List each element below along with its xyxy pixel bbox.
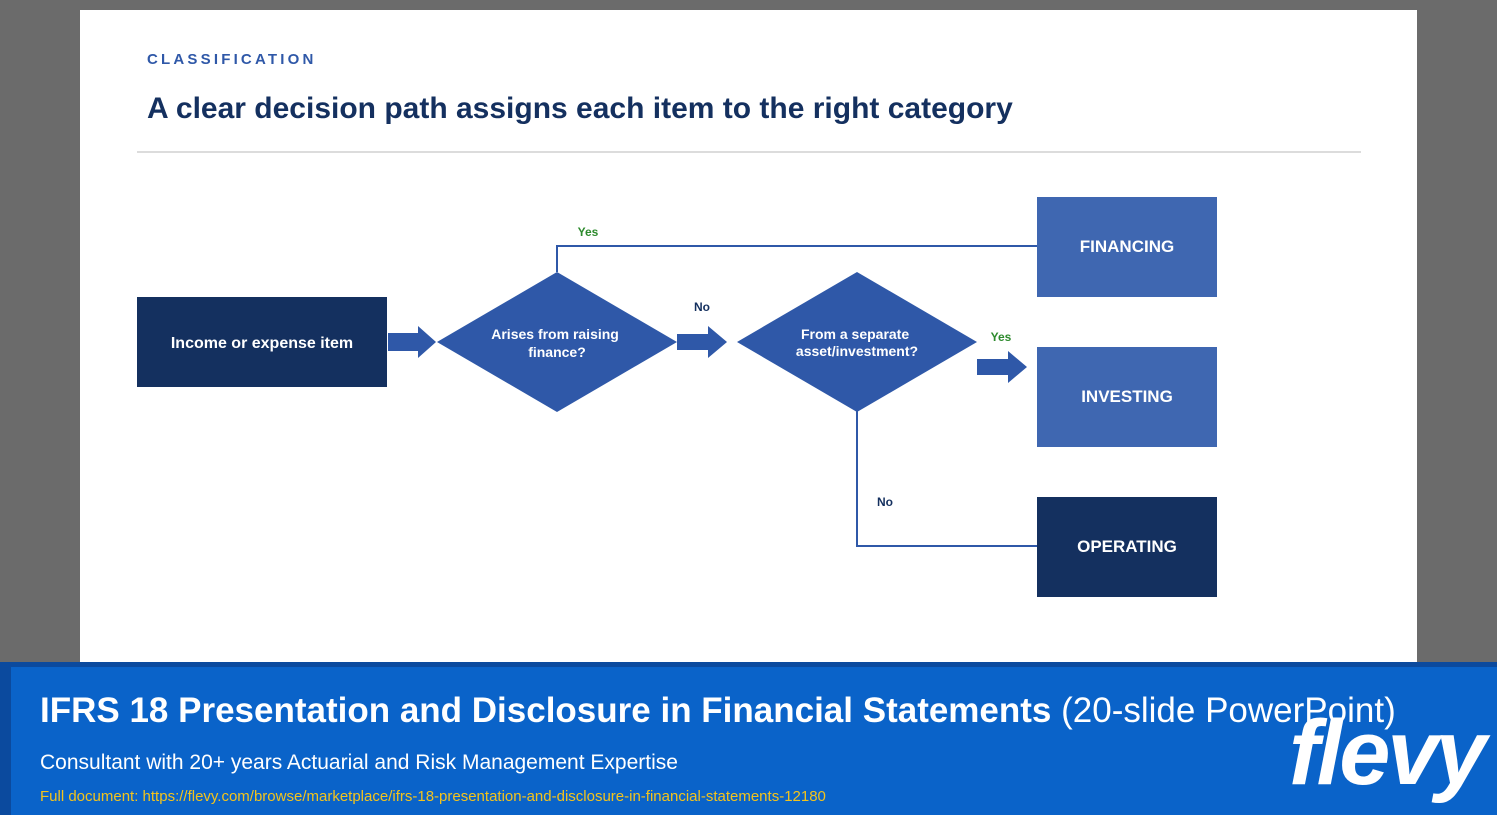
banner-panel: IFRS 18 Presentation and Disclosure in F… xyxy=(11,667,1497,815)
decision-2-line-2: asset/investment? xyxy=(796,343,918,359)
start-box-label: Income or expense item xyxy=(171,335,353,352)
financing-box xyxy=(1037,197,1217,297)
decision-1-line-1: Arises from raising xyxy=(491,326,619,342)
decision-2-label: From a separate asset/investment? xyxy=(796,326,918,359)
decision-1-label: Arises from raising finance? xyxy=(491,326,623,360)
decision-1-line-2: finance? xyxy=(528,344,586,360)
yes-label-financing: Yes xyxy=(578,225,599,239)
slide: CLASSIFICATION A clear decision path ass… xyxy=(80,10,1417,662)
author-subtitle: Consultant with 20+ years Actuarial and … xyxy=(40,751,678,774)
decision-2-line-1: From a separate xyxy=(801,326,909,342)
operating-label: OPERATING xyxy=(1077,537,1177,556)
decision-separate-asset xyxy=(737,272,977,412)
document-title: IFRS 18 Presentation and Disclosure in F… xyxy=(40,691,1396,731)
no-label-decision-1: No xyxy=(694,300,710,314)
no-label-operating: No xyxy=(877,495,893,509)
operating-box xyxy=(1037,497,1217,597)
arrow-to-investing xyxy=(977,351,1027,383)
section-eyebrow: CLASSIFICATION xyxy=(147,51,317,68)
decision-raising-finance xyxy=(437,272,677,412)
flevy-logo[interactable]: flevy xyxy=(1289,702,1487,804)
arrow-to-decision-2 xyxy=(677,326,727,358)
yes-connector-financing xyxy=(556,245,1037,272)
document-title-main: IFRS 18 Presentation and Disclosure in F… xyxy=(40,691,1052,730)
investing-label: INVESTING xyxy=(1081,387,1173,406)
slide-title: A clear decision path assigns each item … xyxy=(147,92,1013,125)
no-connector-operating xyxy=(856,411,1037,547)
investing-box xyxy=(1037,347,1217,447)
document-title-format: (20-slide PowerPoint) xyxy=(1061,691,1396,730)
title-divider xyxy=(137,151,1361,153)
start-box xyxy=(137,297,387,387)
document-banner: IFRS 18 Presentation and Disclosure in F… xyxy=(0,662,1497,815)
financing-label: FINANCING xyxy=(1080,237,1174,256)
arrow-to-decision-1 xyxy=(388,326,436,358)
yes-label-investing: Yes xyxy=(991,330,1012,344)
document-link[interactable]: Full document: https://flevy.com/browse/… xyxy=(40,788,826,805)
decision-flowchart: Income or expense item Arises from raisi… xyxy=(137,197,1217,597)
